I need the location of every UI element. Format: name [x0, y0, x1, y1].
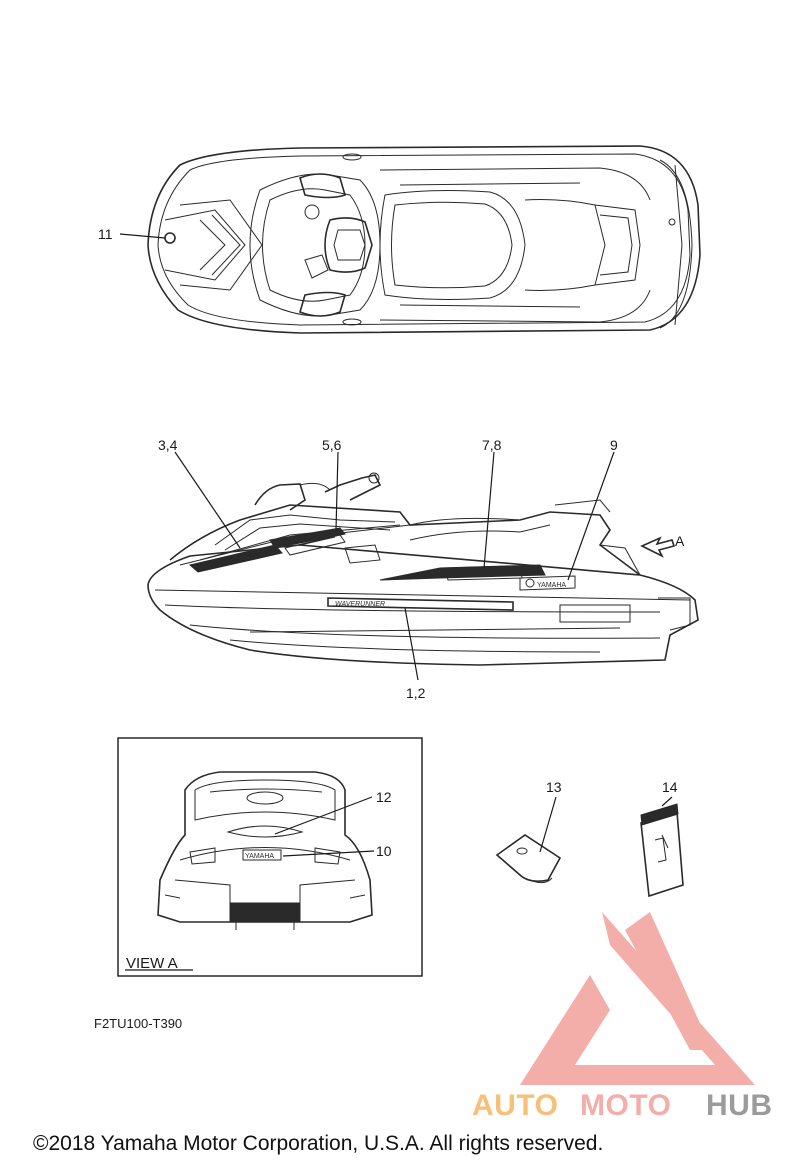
callout-11: 11 — [98, 226, 113, 242]
leader-lines — [119, 233, 673, 857]
callout-a: A — [675, 533, 685, 549]
callout-14: 14 — [662, 779, 678, 795]
callout-12: 12 — [376, 789, 392, 805]
yamaha-rear-decal-text: YAMAHA — [245, 853, 274, 860]
view-a-label: VIEW A — [126, 955, 178, 972]
callout-1-2: 1,2 — [406, 685, 426, 701]
callout-labels: 11 3,4 5,6 7,8 9 A 1,2 12 10 13 14 — [98, 226, 685, 859]
watermark-hub: HUB — [706, 1089, 773, 1122]
part-13-decal — [495, 834, 562, 884]
copyright-notice: ©2018 Yamaha Motor Corporation, U.S.A. A… — [33, 1132, 603, 1155]
diagram-code: F2TU100-T390 — [94, 1016, 182, 1031]
callout-10: 10 — [376, 843, 392, 859]
top-view-watercraft — [147, 145, 701, 334]
watermark-auto: AUTO — [472, 1089, 558, 1122]
callout-5-6: 5,6 — [322, 437, 342, 453]
part-14-manual — [640, 803, 684, 898]
side-view-watercraft: YAMAHA WAVERUNNER — [147, 472, 699, 666]
callout-3-4: 3,4 — [158, 437, 178, 453]
watermark-moto: MOTO — [580, 1089, 671, 1122]
callout-7-8: 7,8 — [482, 437, 502, 453]
callout-13: 13 — [546, 779, 562, 795]
automotohub-logo: AUTO MOTO HUB — [472, 912, 773, 1122]
watermark-inner-shape — [625, 912, 712, 1050]
view-a-panel: YAMAHA VIEW A — [117, 737, 423, 977]
callout-9: 9 — [610, 437, 618, 453]
waverunner-decal-text: WAVERUNNER — [335, 601, 385, 608]
yamaha-side-decal-text: YAMAHA — [537, 582, 566, 589]
